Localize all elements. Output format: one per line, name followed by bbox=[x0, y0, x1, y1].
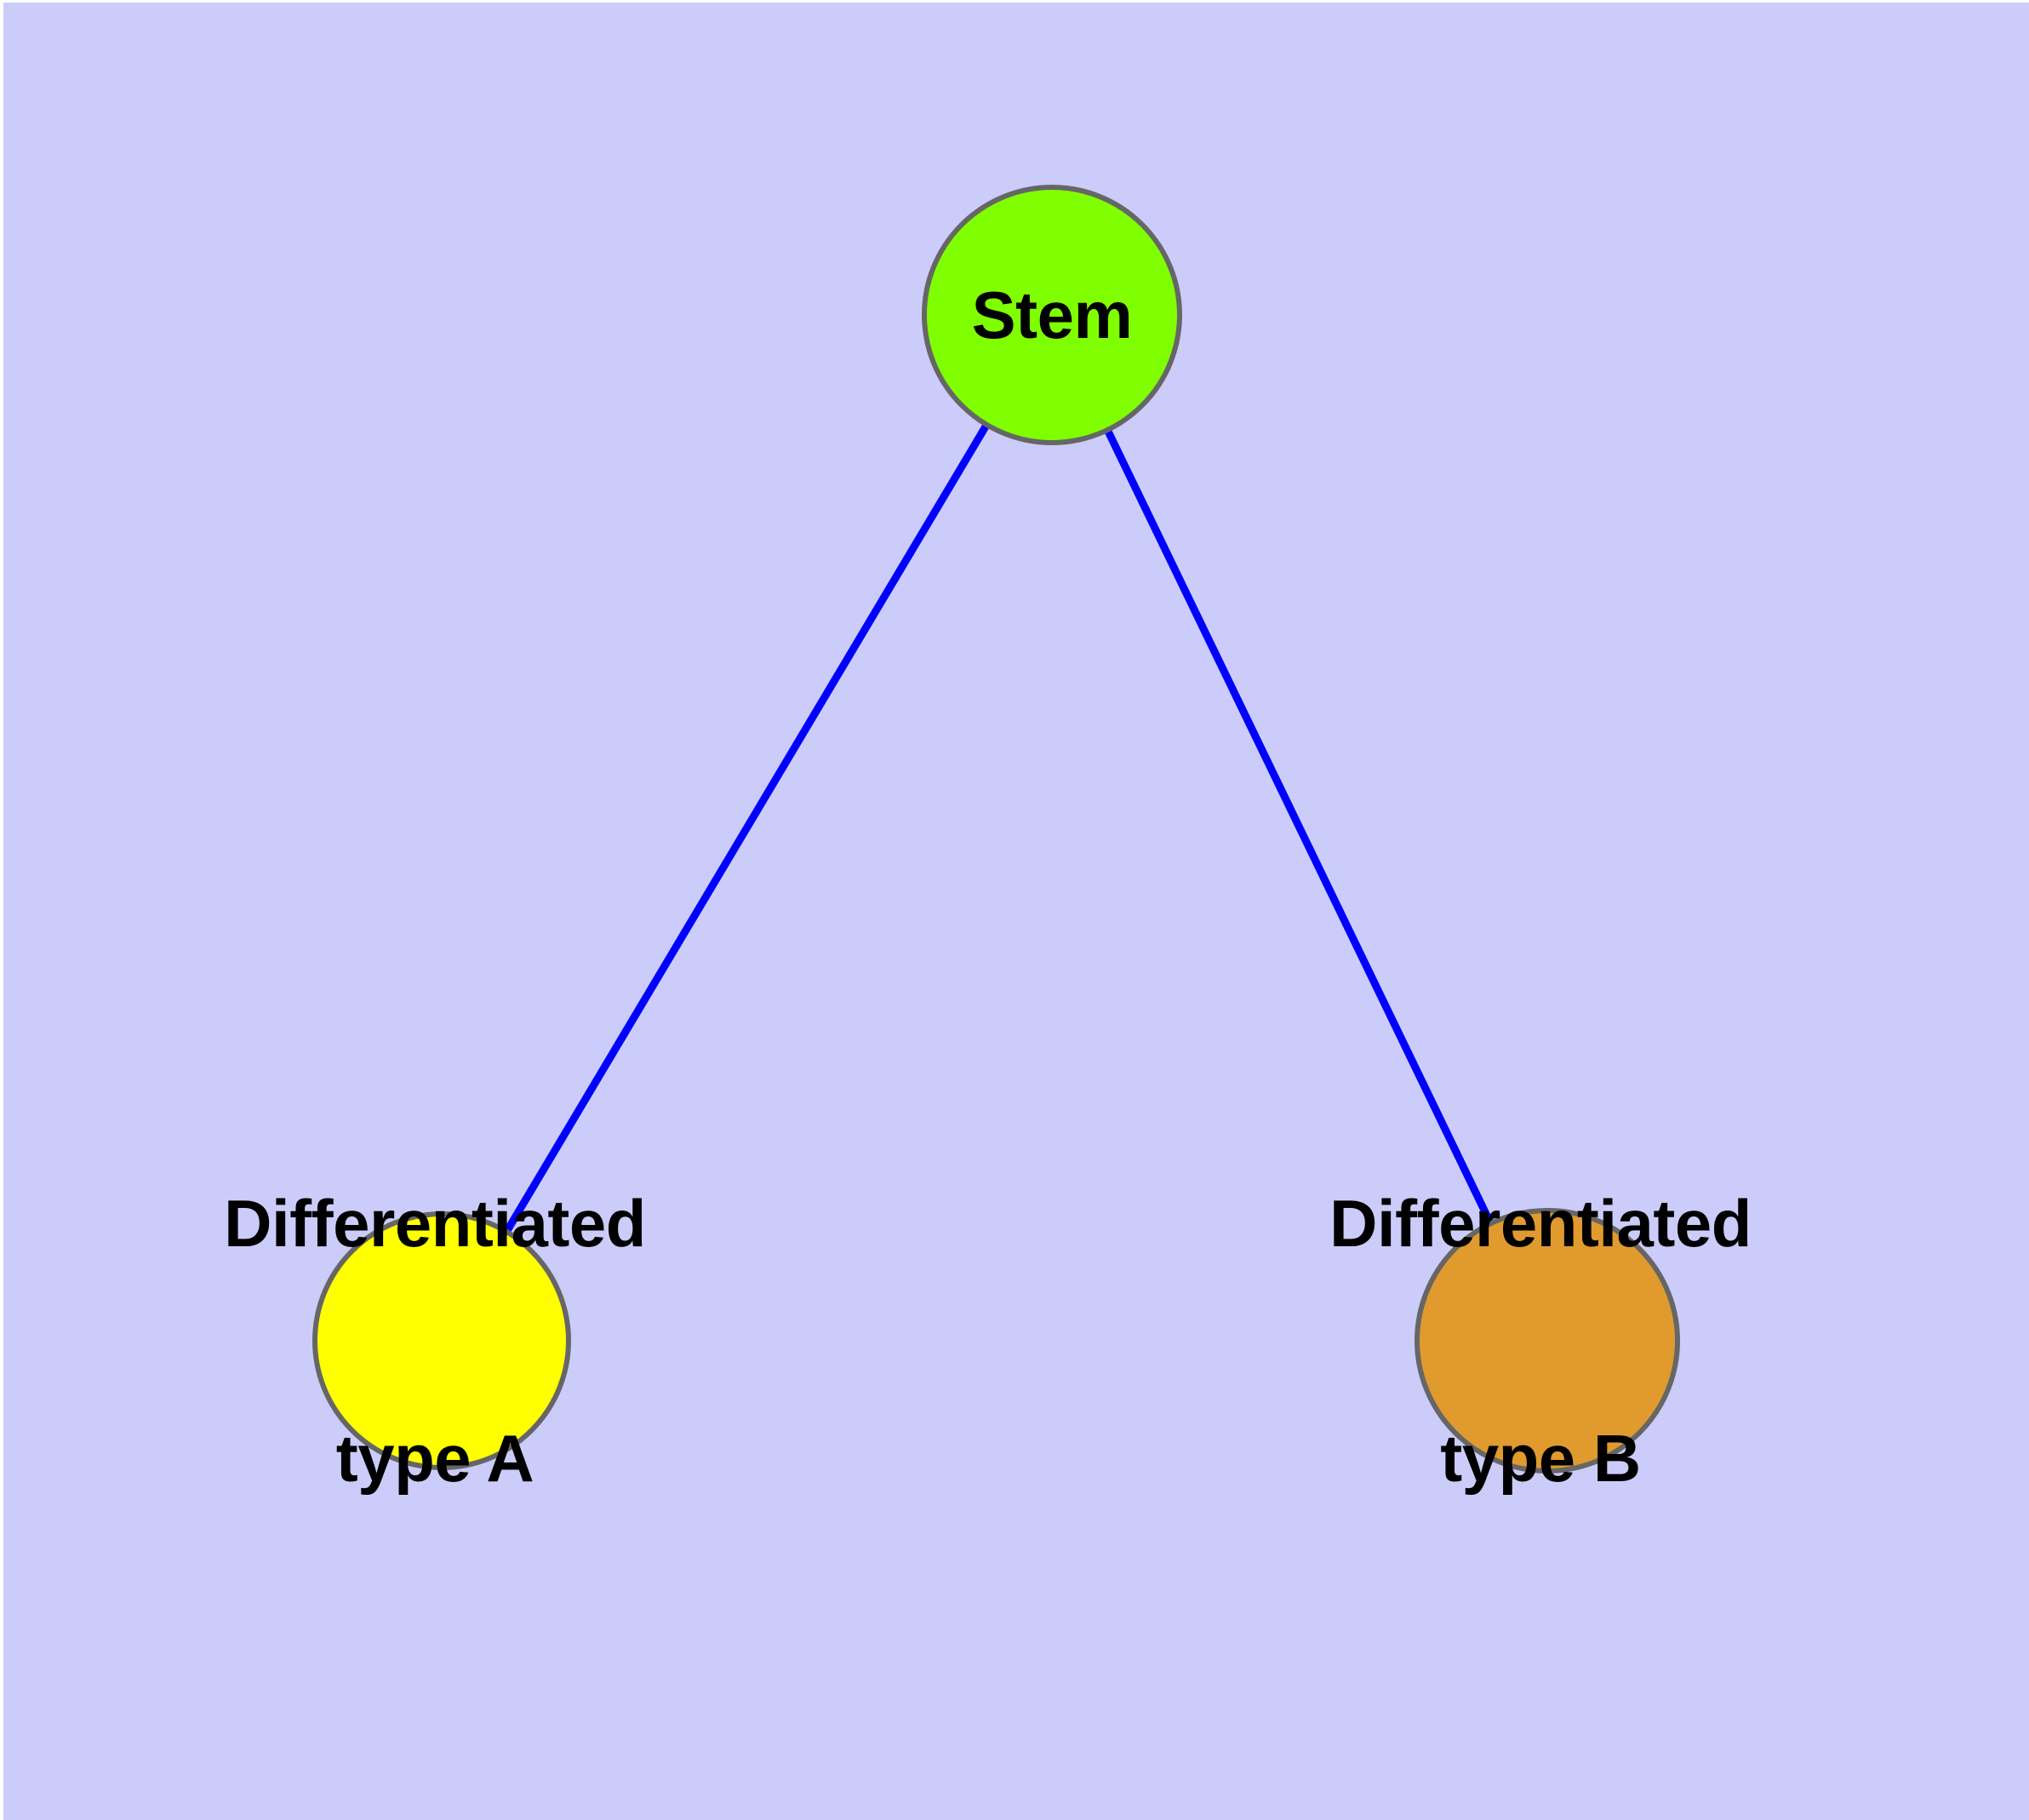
node-stem-circle[interactable] bbox=[922, 185, 1182, 445]
edge-stem-diff-a[interactable] bbox=[438, 312, 1055, 1343]
graph-canvas: Stem Differentiated type A Differentiate… bbox=[3, 3, 2029, 1820]
graph-svg bbox=[312, 185, 1680, 1474]
edge-stem-diff-b[interactable] bbox=[1048, 313, 1552, 1342]
node-diff-b-circle[interactable] bbox=[1415, 1208, 1680, 1474]
node-diff-a-circle[interactable] bbox=[312, 1211, 571, 1470]
